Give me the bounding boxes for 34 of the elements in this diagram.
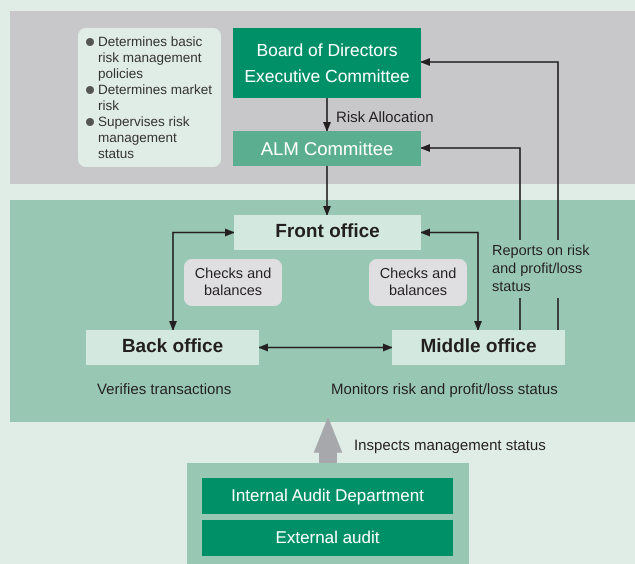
audit-panel — [187, 463, 469, 564]
list-item: Determines market risk — [98, 82, 213, 114]
process-box — [86, 330, 259, 365]
node-label: External audit — [276, 527, 380, 550]
node-label: Board of Directors — [256, 39, 398, 62]
node-label: Executive Committee — [244, 65, 410, 88]
node-label: Checks and balances — [194, 266, 272, 300]
arrow — [323, 98, 331, 132]
node-label: Middle office — [420, 335, 537, 360]
node-label: ALM Committee — [260, 136, 394, 161]
arrow — [323, 166, 331, 216]
node-label: Back office — [122, 335, 224, 360]
node-label: Verifies transactions — [97, 380, 232, 400]
arrow — [258, 344, 393, 352]
arrow — [314, 416, 342, 463]
top-band — [10, 11, 635, 184]
note-box — [184, 259, 282, 306]
process-box — [233, 131, 421, 166]
process-box — [202, 520, 453, 556]
list-item: Supervises risk management status — [98, 114, 191, 162]
process-box — [202, 478, 453, 514]
note-box — [369, 259, 467, 306]
node-label: Internal Audit Department — [231, 485, 424, 508]
node-label: Monitors risk and profit/loss status — [331, 380, 558, 400]
node-label: Front office — [275, 220, 380, 244]
process-box — [234, 215, 421, 250]
middle-band — [10, 200, 635, 422]
list-item: Determines basic risk management policies — [98, 34, 204, 82]
process-box — [392, 330, 565, 365]
note-card — [78, 28, 221, 167]
arrow — [169, 228, 235, 331]
process-box — [233, 28, 421, 98]
node-label: Checks and balances — [378, 266, 458, 300]
arrow — [420, 228, 482, 331]
